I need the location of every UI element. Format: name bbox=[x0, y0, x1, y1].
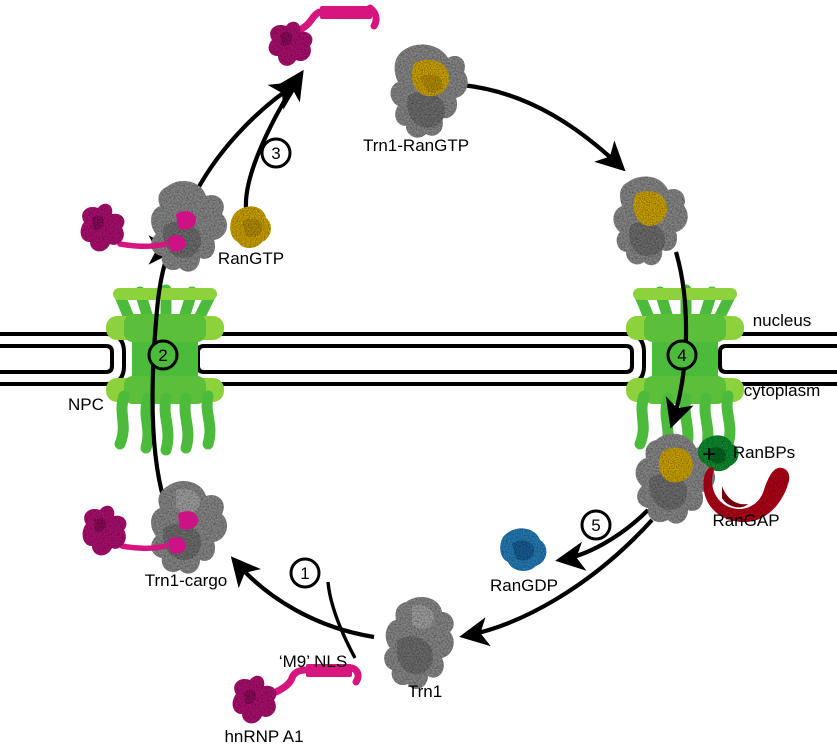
molecule-rangdp-free[interactable] bbox=[500, 528, 547, 571]
label-trn1: Trn1 bbox=[407, 682, 443, 701]
step-badge-3-label: 3 bbox=[271, 144, 280, 163]
label-trn1-cargo: Trn1-cargo bbox=[144, 571, 228, 590]
arrow-recycle-trn1 bbox=[459, 518, 654, 647]
molecule-trn1-rangtp-top[interactable] bbox=[390, 44, 468, 138]
molecule-ranbps[interactable] bbox=[697, 435, 739, 472]
label-npc: NPC bbox=[68, 395, 104, 414]
label-hnrnp-a1: hnRNP A1 bbox=[224, 727, 304, 744]
step-badges: 1 2 3 4 5 bbox=[147, 137, 698, 589]
step-badge-5[interactable]: 5 bbox=[580, 509, 612, 541]
label-nucleus: nucleus bbox=[752, 311, 812, 330]
molecule-trn1-rangtp-cytoplasm[interactable] bbox=[635, 433, 716, 524]
molecule-hnrnp-a1-free[interactable] bbox=[232, 675, 277, 724]
label-rangap: RanGAP bbox=[712, 511, 780, 530]
label-rangdp: RanGDP bbox=[489, 576, 559, 595]
step-badge-3[interactable]: 3 bbox=[260, 137, 292, 169]
molecule-trn1-free[interactable] bbox=[384, 597, 454, 690]
arrow-step4 bbox=[665, 251, 694, 429]
molecule-rangap[interactable] bbox=[703, 467, 790, 522]
molecule-cargo-nucleus[interactable] bbox=[80, 203, 125, 252]
step-badge-5-label: 5 bbox=[591, 516, 600, 535]
arrow-to-right-npc bbox=[461, 82, 626, 172]
step-badge-2[interactable]: 2 bbox=[147, 339, 179, 371]
molecule-nls-linker-cytoplasm bbox=[119, 543, 169, 552]
label-ranbps: RanBPs bbox=[732, 443, 796, 462]
molecule-m9-nls-helix[interactable] bbox=[306, 664, 352, 677]
molecule-m9-nls-tail[interactable] bbox=[272, 664, 362, 696]
step-badge-2-label: 2 bbox=[158, 346, 167, 365]
label-rangtp: RanGTP bbox=[217, 249, 285, 268]
label-trn1-rangtp: Trn1-RanGTP bbox=[362, 136, 470, 155]
step-badge-4-label: 4 bbox=[677, 346, 686, 365]
plus-sign: + bbox=[702, 441, 717, 468]
step-badge-4[interactable]: 4 bbox=[666, 339, 698, 371]
molecule-trn1-cargo-nucleus[interactable] bbox=[117, 181, 228, 272]
pathway-arrows bbox=[148, 69, 694, 659]
arrow-step1 bbox=[230, 556, 375, 640]
molecule-cargo-cytoplasm[interactable] bbox=[82, 505, 127, 556]
label-cytoplasm: cytoplasm bbox=[743, 381, 821, 400]
molecule-rangtp-free[interactable] bbox=[230, 206, 271, 248]
arrow-step3-release bbox=[194, 81, 301, 193]
molecule-cargo-released[interactable] bbox=[268, 21, 313, 66]
molecule-nls-linker-nucleus bbox=[117, 241, 169, 250]
step-badge-1[interactable]: 1 bbox=[289, 557, 321, 589]
label-m9-nls: ‘M9’ NLS bbox=[278, 652, 348, 671]
molecule-trn1-cargo-cytoplasm[interactable] bbox=[119, 481, 228, 574]
arrow-step1-nls-link bbox=[326, 581, 357, 659]
arrow-step5 bbox=[555, 508, 650, 571]
npc-left[interactable] bbox=[106, 284, 224, 456]
molecule-nls-released-helix[interactable] bbox=[320, 6, 372, 19]
step-badge-1-label: 1 bbox=[300, 564, 309, 583]
molecule-trn1-rangtp-right[interactable] bbox=[613, 176, 688, 266]
